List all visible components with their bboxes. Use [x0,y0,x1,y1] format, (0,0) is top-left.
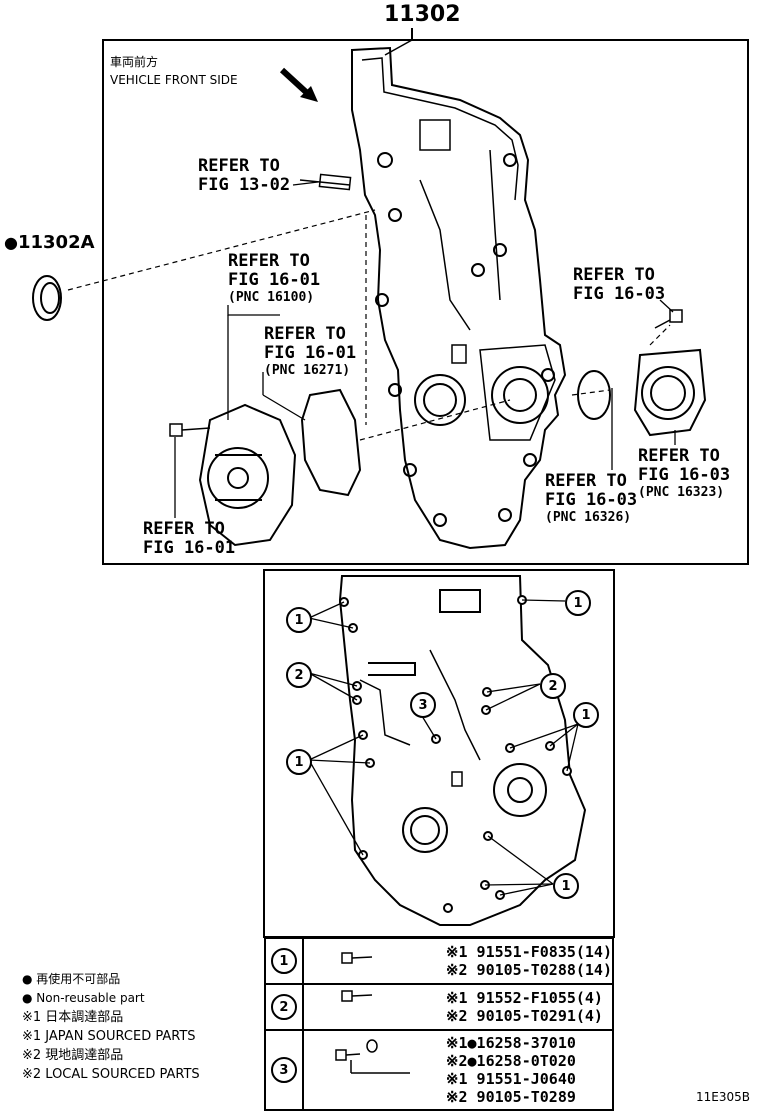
part-number[interactable]: ※1●16258-37010 [445,1034,576,1052]
table-row: 3 ※1●16258-37010 ※2●16258-0T020 ※1 91551… [264,1029,615,1111]
ref-line2: FIG 16-01 [264,343,357,363]
water-pump [198,403,297,547]
row-id-cell: 3 [264,1029,304,1111]
seal-part-number[interactable]: 11302A [17,232,95,253]
legend: ● 再使用不可部品 ● Non-reusable part ※1 日本調達部品 … [22,970,200,1084]
part-number[interactable]: ※2 90105-T0289 [445,1088,576,1106]
row-id-cell: 1 [264,937,304,985]
main-part-number: 11302 [384,2,461,27]
part-numbers-cell: ※1 91551-F0835(14) ※2 90105-T0288(14) [301,937,615,985]
callout-1: 1 [553,873,579,899]
part-number[interactable]: ※2 90105-T0288(14) [445,961,612,979]
part-number[interactable]: ※2●16258-0T020 [445,1052,576,1070]
legend-item: ※2 現地調達部品 [22,1048,124,1063]
ref-line2: FIG 16-01 [143,538,236,558]
ref-fig-16-01-pnc-16100[interactable]: REFER TO FIG 16-01 (PNC 16100) [228,251,321,306]
figure-code: 11E305B [696,1090,750,1104]
ref-line1: REFER TO [143,519,225,539]
part-numbers-cell: ※1 91552-F1055(4) ※2 90105-T0291(4) [301,983,615,1031]
ref-pnc: (PNC 16100) [228,290,315,305]
legend-item: ● 再使用不可部品 [22,972,121,986]
part-numbers-cell: ※1●16258-37010 ※2●16258-0T020 ※1 91551-J… [301,1029,615,1111]
oil-seal [32,275,62,321]
part-number[interactable]: ※1 91552-F1055(4) [445,989,603,1007]
callout-2: 2 [270,994,297,1020]
non-reusable-mark: ● [4,233,18,252]
ref-fig-16-03-pnc-16323[interactable]: REFER TO FIG 16-03 (PNC 16323) [638,446,731,501]
ref-fig-16-03-pnc-16326[interactable]: REFER TO FIG 16-03 (PNC 16326) [545,471,638,526]
ref-line1: REFER TO [638,446,720,466]
ref-pnc: (PNC 16271) [264,363,351,378]
legend-item: ※2 LOCAL SOURCED PARTS [22,1067,200,1082]
ref-line1: REFER TO [264,324,346,344]
upper-frame [102,39,749,565]
callout-2: 2 [286,662,312,688]
callout-1: 1 [565,590,591,616]
timing-chain-cover [351,46,567,550]
ref-line2: FIG 16-03 [573,284,666,304]
callout-1: 1 [573,702,599,728]
table-row: 2 ※1 91552-F1055(4) ※2 90105-T0291(4) [264,983,615,1031]
ref-line2: FIG 16-03 [545,490,638,510]
ref-fig-16-03[interactable]: REFER TO FIG 16-03 [573,266,665,304]
ref-line2: FIG 16-03 [638,465,731,485]
ref-fig-13-02[interactable]: REFER TO FIG 13-02 [198,157,290,195]
seal-part-label: ●11302A [4,232,95,253]
stud-bolt [299,173,352,191]
ref-line1: REFER TO [228,251,310,271]
ref-pnc: (PNC 16323) [638,485,725,500]
ref-line1: REFER TO [198,156,280,176]
ref-line1: REFER TO [573,265,655,285]
callout-1: 1 [286,607,312,633]
ref-line2: FIG 13-02 [198,175,291,195]
vehicle-front-ja: 車両前方 [110,55,159,69]
ref-line2: FIG 16-01 [228,270,321,290]
callout-2: 2 [540,673,566,699]
callout-3: 3 [270,1057,297,1083]
legend-item: ※1 日本調達部品 [22,1010,124,1025]
callout-3: 3 [410,692,436,718]
ref-fig-16-01-bolt[interactable]: REFER TO FIG 16-01 [143,520,235,558]
callout-1: 1 [286,749,312,775]
legend-item: ● Non-reusable part [22,991,145,1005]
part-number[interactable]: ※1 91551-F0835(14) [445,943,612,961]
ref-pnc: (PNC 16326) [545,510,632,525]
legend-item: ※1 JAPAN SOURCED PARTS [22,1029,196,1044]
o-ring [577,370,611,420]
bolt-holes [339,595,572,913]
ref-fig-16-01-pnc-16271[interactable]: REFER TO FIG 16-01 (PNC 16271) [264,324,357,379]
row-id-cell: 2 [264,983,304,1031]
vehicle-front-en: VEHICLE FRONT SIDE [110,73,238,87]
water-pump-gasket [300,388,362,497]
table-row: 1 ※1 91551-F0835(14) ※2 90105-T0288(14) [264,937,615,985]
part-number[interactable]: ※1 91551-J0640 [445,1070,576,1088]
ref-line1: REFER TO [545,471,627,491]
lower-frame [263,569,615,938]
part-number[interactable]: ※2 90105-T0291(4) [445,1007,603,1025]
vehicle-front-arrow [279,67,309,95]
callout-1: 1 [270,948,297,974]
bolt-parts-table: 1 ※1 91551-F0835(14) ※2 90105-T0288(14) … [264,937,615,1111]
oil-pump-cover [633,348,707,437]
